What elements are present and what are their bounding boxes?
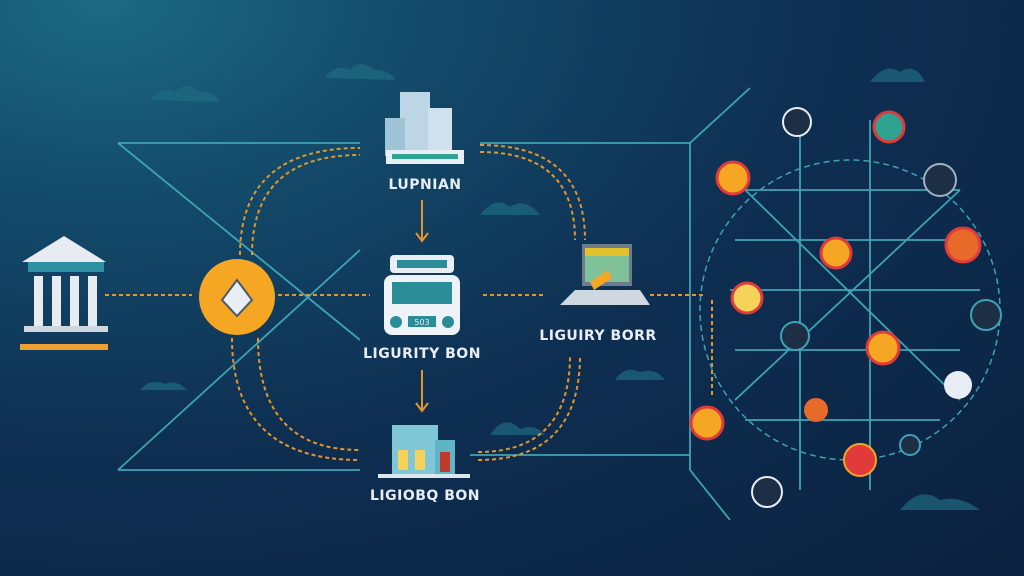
background-clouds [140,64,980,510]
vehicle-icon[interactable]: 503 [384,255,460,335]
bank-icon[interactable] [20,236,108,350]
node-label-middle: LIGURITY BON [363,346,481,362]
office-building-icon[interactable] [385,92,464,164]
node-label-right: LIGUIRY BORR [539,328,656,344]
node-label-bottom: LIGIOBQ BON [370,488,480,504]
arrow-hub-top [239,147,361,256]
node-label-top: LUPNIAN [388,177,461,193]
arrow-bottom-laptop [477,354,581,461]
vehicle-plate: 503 [414,318,429,327]
flow-arrows [105,144,713,461]
network-nodes [689,107,1002,508]
connector-lines [117,87,751,521]
arrow-hub-bottom [231,337,361,461]
arrow-top-laptop [479,144,586,241]
network-globe-icon[interactable] [689,107,1002,508]
laptop-icon[interactable] [560,244,650,305]
coin-hub-icon[interactable] [199,259,275,335]
house-icon[interactable] [378,425,470,478]
